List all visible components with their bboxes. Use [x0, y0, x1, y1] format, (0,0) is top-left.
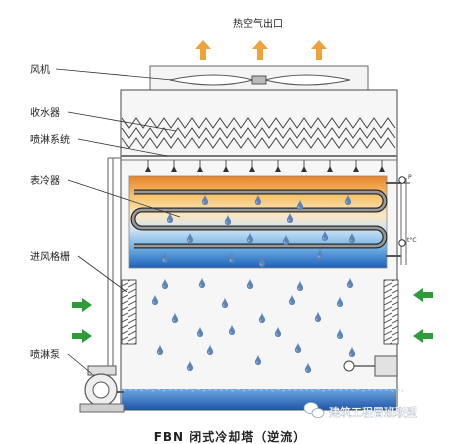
temperature-gauge: t°C — [398, 237, 417, 247]
left-arrow-icon — [413, 288, 433, 302]
spray-nozzle — [145, 166, 151, 172]
left-arrow-icon — [413, 329, 433, 343]
up-arrow-icon — [195, 40, 211, 60]
cooling-coil-label: 表冷器 — [30, 174, 60, 187]
basin-water — [122, 388, 404, 410]
spray-nozzle — [171, 166, 177, 172]
right-arrow-icon — [72, 298, 92, 312]
inlet-louver-right — [383, 279, 399, 345]
supply-pipe — [107, 157, 121, 368]
wechat-icon — [303, 402, 325, 418]
callouts: 风机 收水器 喷淋系统 表冷器 进风格栅 喷淋泵 — [30, 63, 181, 375]
pressure-gauge: P — [398, 174, 412, 184]
temperature-gauge-label: t°C — [407, 237, 417, 244]
spray-nozzle — [249, 166, 255, 172]
spray-nozzle — [223, 166, 229, 172]
spray-pump — [79, 365, 125, 413]
spray-nozzle — [197, 166, 203, 172]
pressure-gauge-label: P — [408, 174, 412, 181]
spray-nozzle — [379, 166, 385, 172]
spray-nozzle — [327, 166, 333, 172]
fan-blade — [264, 74, 351, 86]
spray-pump-label: 喷淋泵 — [30, 348, 60, 361]
drift-eliminator — [121, 117, 396, 149]
fan-label: 风机 — [30, 63, 50, 76]
spray-nozzle — [353, 166, 359, 172]
right-arrow-icon — [72, 329, 92, 343]
float-valve — [343, 355, 398, 377]
exhaust-arrows — [195, 40, 327, 60]
spray-system-label: 喷淋系统 — [30, 133, 70, 146]
drift-eliminator-label: 收水器 — [30, 106, 60, 119]
hot-air-outlet-label: 热空气出口 — [233, 17, 283, 30]
watermark: 建筑工程冒班联盟 — [303, 402, 417, 419]
watermark-text: 建筑工程冒班联盟 — [329, 405, 417, 419]
diagram-title: FBN 闭式冷却塔（逆流） — [154, 429, 307, 444]
air-inlet-louver-label: 进风格栅 — [30, 250, 70, 263]
up-arrow-icon — [252, 40, 268, 60]
inlet-louver-left — [121, 279, 137, 345]
spray-nozzle — [275, 166, 281, 172]
up-arrow-icon — [311, 40, 327, 60]
spray-nozzle — [301, 166, 307, 172]
